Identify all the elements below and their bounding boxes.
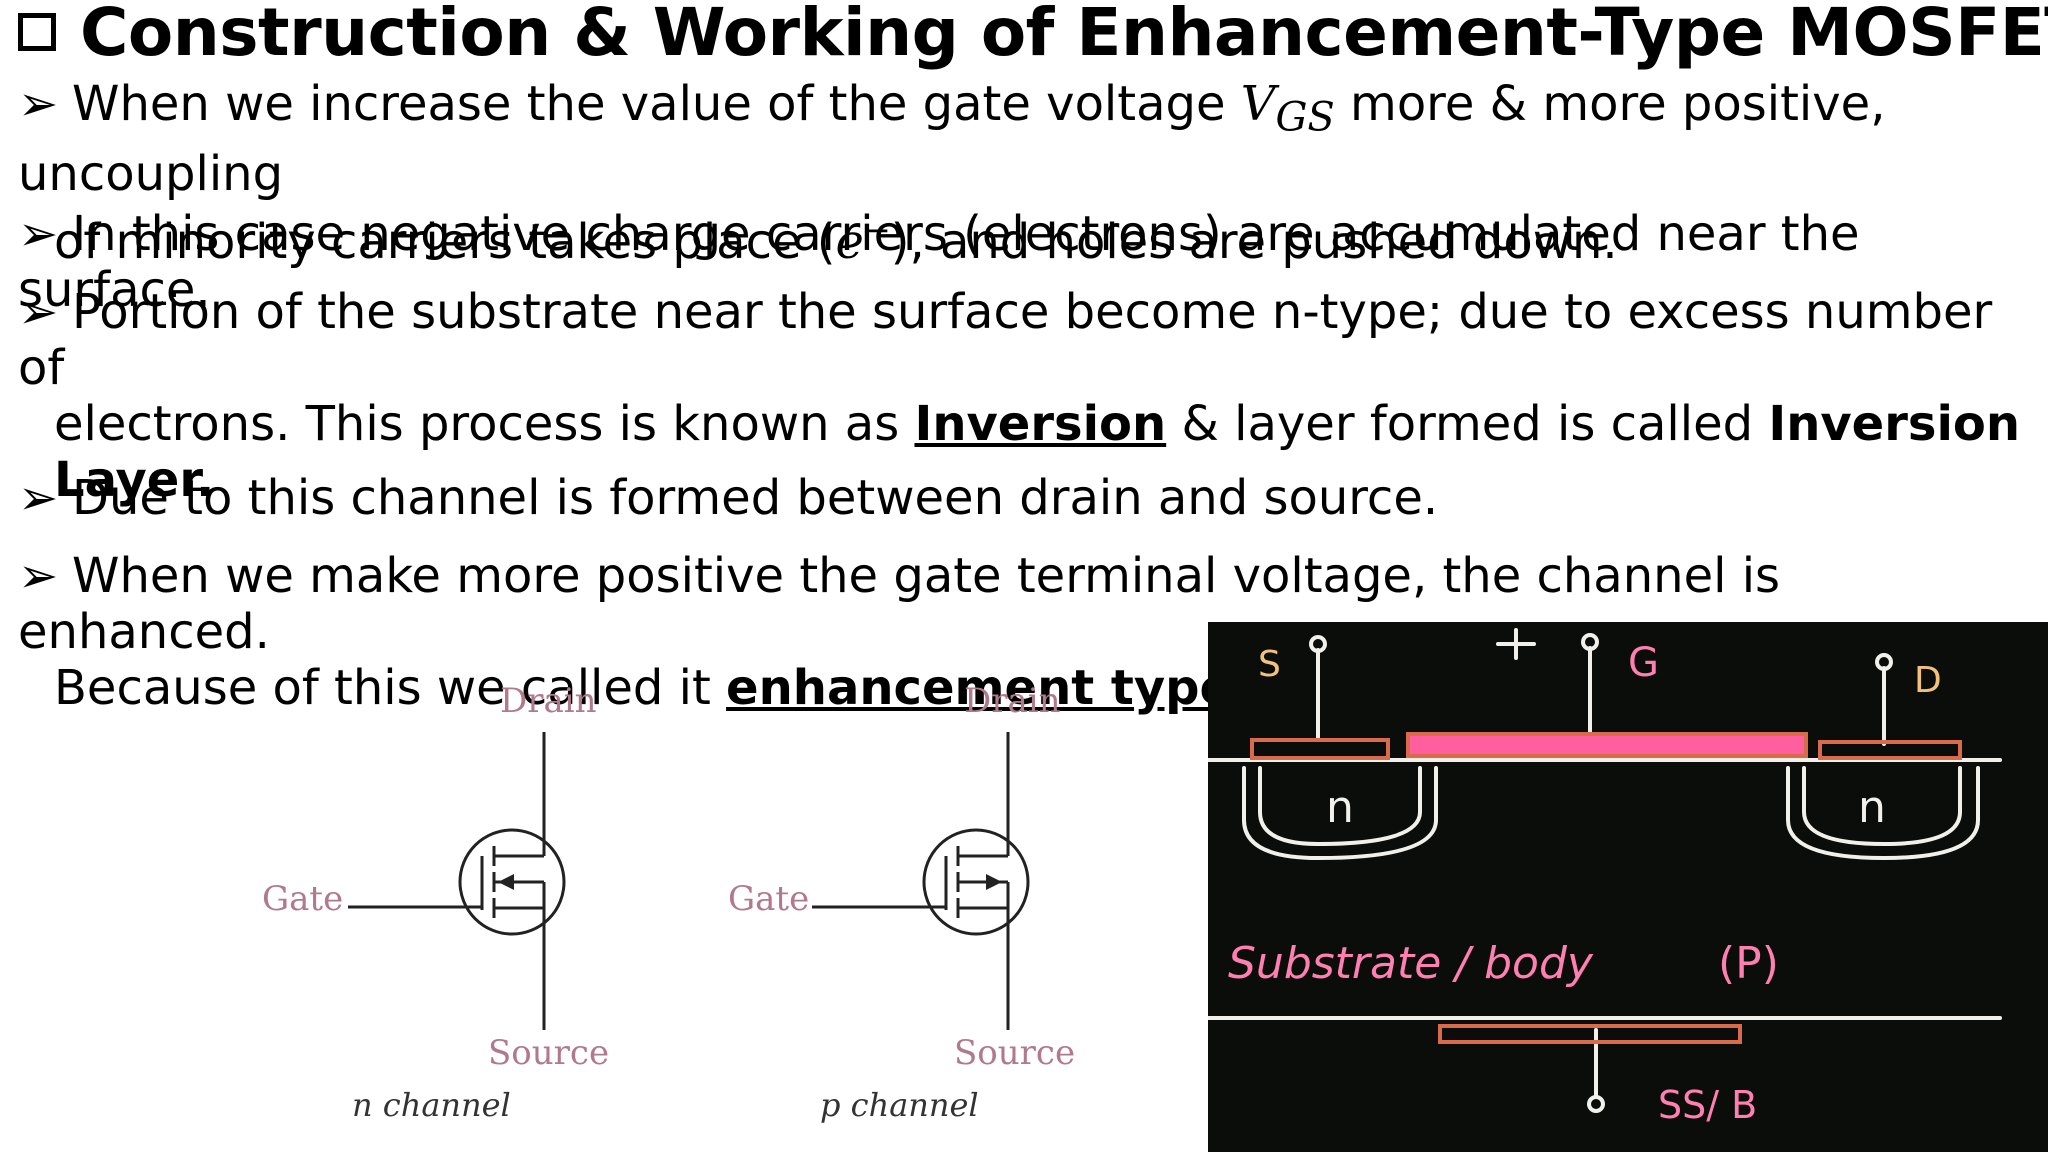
- p-gate-label: Gate: [728, 879, 809, 919]
- arrow-bullet-icon: ➢: [18, 470, 59, 526]
- board-ssb-label: SS/ B: [1658, 1083, 1757, 1127]
- bullet-1: ➢When we increase the value of the gate …: [18, 76, 1886, 270]
- n-source-label: Source: [488, 1033, 609, 1073]
- slide-title: Construction & Working of Enhancement-Ty…: [18, 0, 2048, 71]
- board-d-label: D: [1914, 660, 1942, 701]
- board-substrate-label: Substrate / body: [1228, 938, 1594, 989]
- arrow-bullet-icon: ➢: [18, 284, 59, 340]
- board-n-left: n: [1326, 782, 1354, 833]
- board-p-label: (P): [1718, 938, 1779, 989]
- p-arrow-icon: [986, 874, 1002, 890]
- mosfet-symbols-figure: Drain Gate Source Drain Gate Source n ch…: [262, 681, 1075, 1124]
- p-source-label: Source: [954, 1033, 1075, 1073]
- n-drain-label: Drain: [500, 681, 597, 721]
- n-arrow-icon: [498, 874, 514, 890]
- board-s-label: S: [1258, 644, 1281, 685]
- bullet-2: ➢In this case negative charge carriers (…: [18, 206, 1860, 318]
- n-gate-label: Gate: [262, 879, 343, 919]
- bullet-3: ➢Portion of the substrate near the surfa…: [18, 284, 2021, 508]
- p-drain-label: Drain: [964, 681, 1061, 721]
- blackboard-drawing: S + G D n n Substrate / body (P) SS/ B: [1206, 622, 2002, 1127]
- arrow-bullet-icon: ➢: [18, 206, 59, 262]
- p-channel-caption: p channel: [820, 1086, 979, 1124]
- board-n-right: n: [1858, 782, 1886, 833]
- n-channel-caption: n channel: [352, 1086, 511, 1124]
- arrow-bullet-icon: ➢: [18, 548, 59, 604]
- arrow-bullet-icon: ➢: [18, 76, 59, 132]
- n-channel-mosfet-symbol: [348, 732, 566, 1030]
- bullet-5: ➢When we make more positive the gate ter…: [18, 548, 1781, 716]
- board-plus-label: +: [1208, 622, 1209, 623]
- mosfet-structure-blackboard: S + G D n n Substrate / body (P) SS/ B: [1206, 622, 2048, 1152]
- bullet-4: ➢Due to this channel is formed between d…: [18, 470, 1439, 526]
- board-g-label: G: [1628, 640, 1659, 686]
- checkbox-bullet-icon: [18, 13, 56, 51]
